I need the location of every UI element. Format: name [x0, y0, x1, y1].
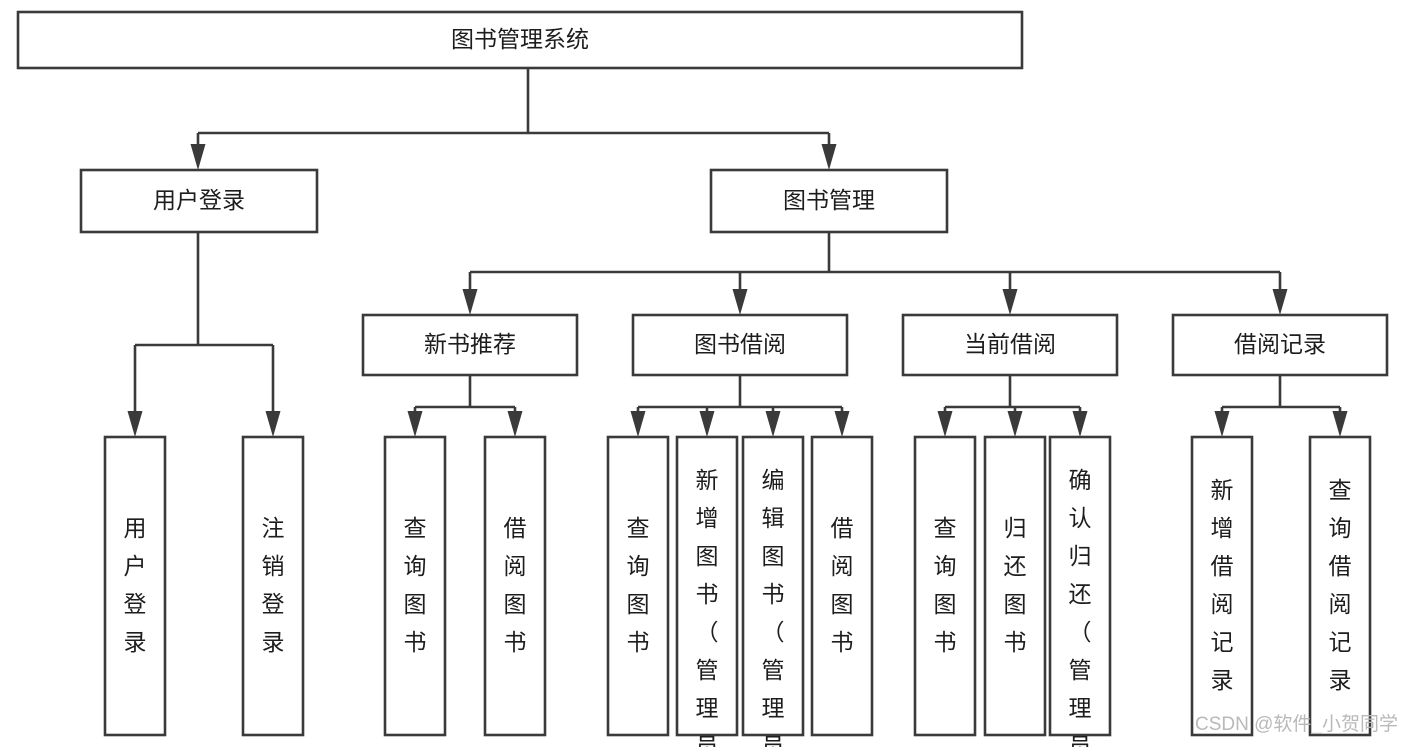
node-label: 借阅记录 — [1234, 331, 1326, 357]
node-box[interactable] — [1171, 313, 1389, 377]
arrow-icon — [937, 411, 953, 437]
node-label: 新增图书（管理员） — [696, 467, 719, 747]
node-label: 图书管理系统 — [451, 26, 589, 52]
node-label: 借阅图书 — [831, 515, 854, 655]
node-label: 注销登录 — [262, 515, 285, 655]
node-box[interactable] — [983, 435, 1047, 737]
arrow-icon — [834, 411, 850, 437]
connector-group-n-records — [1214, 375, 1348, 437]
node-box[interactable] — [810, 435, 874, 737]
node-box[interactable] — [79, 168, 319, 234]
arrow-icon — [127, 411, 143, 437]
node-查询图书-leaf[interactable]: 查询图书 — [383, 435, 447, 737]
node-当前借阅[interactable]: 当前借阅 — [901, 313, 1119, 377]
arrow-icon — [821, 144, 837, 170]
node-图书借阅[interactable]: 图书借阅 — [631, 313, 849, 377]
node-box[interactable] — [361, 313, 579, 377]
node-label: 查询图书 — [627, 515, 650, 655]
node-label: 图书借阅 — [694, 331, 786, 357]
node-查询借阅记录-leaf[interactable]: 查询借阅记录 — [1308, 435, 1372, 737]
arrow-icon — [1007, 411, 1023, 437]
connector-group-n-login — [127, 232, 281, 437]
node-box[interactable] — [1190, 435, 1254, 737]
arrow-icon — [732, 289, 748, 315]
node-借阅记录[interactable]: 借阅记录 — [1171, 313, 1389, 377]
arrow-icon — [699, 411, 715, 437]
node-box[interactable] — [709, 168, 949, 234]
connector-group-n-current — [937, 375, 1088, 437]
arrow-icon — [507, 411, 523, 437]
node-label: 归还图书 — [1004, 515, 1027, 655]
node-label: 查询图书 — [934, 515, 957, 655]
node-box[interactable] — [103, 435, 167, 737]
node-编辑图书管理员-leaf[interactable]: 编辑图书（管理员） — [741, 435, 805, 747]
node-label: 当前借阅 — [964, 331, 1056, 357]
node-box[interactable] — [483, 435, 547, 737]
node-label: 借阅图书 — [504, 515, 527, 655]
arrow-icon — [765, 411, 781, 437]
node-图书管理[interactable]: 图书管理 — [709, 168, 949, 234]
node-确认归还管理员-leaf[interactable]: 确认归还（管理员） — [1048, 435, 1112, 747]
connector-group-n-borrow — [630, 375, 850, 437]
node-box[interactable] — [675, 435, 739, 737]
node-借阅图书-leaf[interactable]: 借阅图书 — [483, 435, 547, 737]
node-box[interactable] — [913, 435, 977, 737]
arrow-icon — [630, 411, 646, 437]
node-box[interactable] — [606, 435, 670, 737]
node-box[interactable] — [1048, 435, 1112, 737]
node-label: 用户登录 — [153, 187, 245, 213]
arrow-icon — [1332, 411, 1348, 437]
node-label: 确认归还（管理员） — [1069, 467, 1092, 747]
node-box[interactable] — [241, 435, 305, 737]
arrow-icon — [1214, 411, 1230, 437]
arrow-icon — [462, 289, 478, 315]
node-label: 查询借阅记录 — [1329, 477, 1352, 693]
node-label: 查询图书 — [404, 515, 427, 655]
node-box[interactable] — [1308, 435, 1372, 737]
node-新增借阅记录-leaf[interactable]: 新增借阅记录 — [1190, 435, 1254, 737]
node-box[interactable] — [383, 435, 447, 737]
node-新书推荐[interactable]: 新书推荐 — [361, 313, 579, 377]
connector-group-n-bookmgr — [462, 232, 1288, 315]
node-box[interactable] — [741, 435, 805, 737]
arrow-icon — [190, 144, 206, 170]
node-label: 用户登录 — [124, 515, 147, 655]
node-查询图书-leaf[interactable]: 查询图书 — [606, 435, 670, 737]
node-box[interactable] — [631, 313, 849, 377]
node-label: 图书管理 — [783, 187, 875, 213]
arrow-icon — [1002, 289, 1018, 315]
node-box[interactable] — [901, 313, 1119, 377]
node-label: 新增借阅记录 — [1211, 477, 1234, 693]
node-用户登录-leaf[interactable]: 用户登录 — [103, 435, 167, 737]
node-label: 新书推荐 — [424, 331, 516, 357]
arrow-icon — [1072, 411, 1088, 437]
arrow-icon — [1272, 289, 1288, 315]
arrow-icon — [265, 411, 281, 437]
node-图书管理系统[interactable]: 图书管理系统 — [16, 10, 1024, 70]
connector-layer — [127, 68, 1348, 437]
node-查询图书-leaf[interactable]: 查询图书 — [913, 435, 977, 737]
node-用户登录[interactable]: 用户登录 — [79, 168, 319, 234]
csdn-watermark: CSDN @软件_小贺同学 — [1195, 713, 1398, 735]
node-label: 编辑图书（管理员） — [762, 467, 785, 747]
arrow-icon — [407, 411, 423, 437]
node-layer: 图书管理系统用户登录图书管理新书推荐图书借阅当前借阅借阅记录用户登录注销登录查询… — [16, 10, 1389, 747]
node-借阅图书-leaf[interactable]: 借阅图书 — [810, 435, 874, 737]
node-box[interactable] — [16, 10, 1024, 70]
connector-group-root — [190, 68, 837, 170]
connector-group-n-newrec — [407, 375, 523, 437]
node-归还图书-leaf[interactable]: 归还图书 — [983, 435, 1047, 737]
node-注销登录-leaf[interactable]: 注销登录 — [241, 435, 305, 737]
node-新增图书管理员-leaf[interactable]: 新增图书（管理员） — [675, 435, 739, 747]
